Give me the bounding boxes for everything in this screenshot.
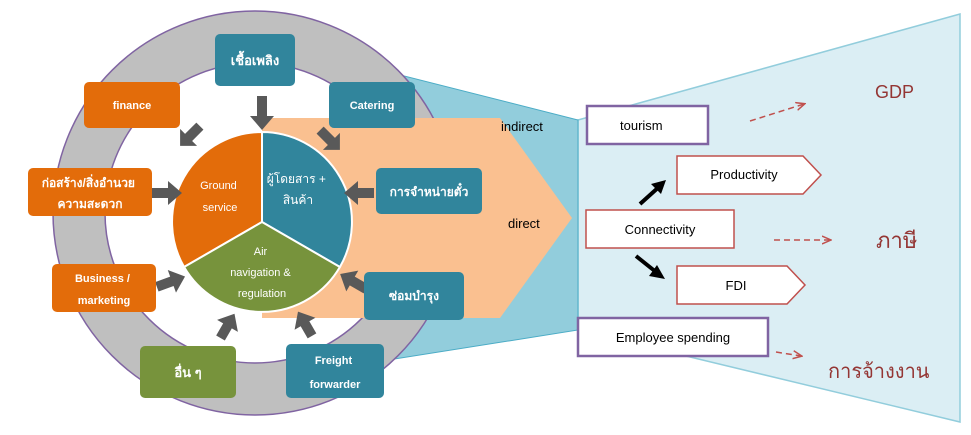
- pie-slice-ground-service: [171, 130, 263, 269]
- arrow-others: [216, 313, 238, 341]
- svg-text:Freight forwarder: Freight forwarder: [310, 355, 361, 391]
- arrow-ticketing: [344, 181, 374, 205]
- box-employee-spending: Employee spending: [576, 316, 770, 358]
- outcome-gdp: GDP: [875, 82, 914, 102]
- svg-text:อื่น ๆ: อื่น ๆ: [174, 363, 201, 380]
- svg-text:การจำหน่ายตั๋ว: การจำหน่ายตั๋ว: [390, 182, 469, 199]
- svg-text:finance: finance: [113, 100, 152, 112]
- indirect-label: indirect: [501, 119, 543, 134]
- box-fdi: FDI: [676, 265, 807, 305]
- box-connectivity: Connectivity: [585, 209, 735, 249]
- box-ticketing: การจำหน่ายตั๋ว: [376, 168, 482, 214]
- box-productivity: Productivity: [676, 155, 823, 195]
- outcome-employment: การจ้างงาน: [828, 361, 930, 383]
- box-finance: finance: [84, 82, 180, 128]
- arrow-catering: [316, 126, 340, 150]
- arrow-business: [155, 270, 186, 293]
- svg-text:Business / marketing: Business / marketing: [75, 273, 133, 307]
- passenger-cargo-label: ผู้โดยสาร + สินค้า: [267, 172, 330, 207]
- pie-slice-air-navigation: [182, 220, 342, 313]
- svg-text:FDI: FDI: [726, 278, 747, 293]
- svg-text:tourism: tourism: [620, 118, 663, 133]
- arrow-fuel: [250, 96, 274, 130]
- connectivity-arrows: [634, 180, 666, 279]
- box-fuel: เชื้อเพลิง: [215, 34, 295, 86]
- ground-service-label: Ground service: [200, 180, 240, 214]
- svg-text:Productivity: Productivity: [710, 167, 778, 182]
- direct-label: direct: [508, 216, 540, 231]
- box-catering: Catering: [329, 82, 415, 128]
- arrow-maintenance: [340, 270, 369, 294]
- svg-text:Employee spending: Employee spending: [616, 330, 730, 345]
- dashed-arrow-employment: [775, 352, 801, 356]
- inward-arrows: [150, 96, 374, 341]
- arrow-construction: [150, 181, 182, 205]
- arrow-freight: [294, 311, 317, 339]
- svg-text:ซ่อมบำรุง: ซ่อมบำรุง: [389, 289, 439, 304]
- box-others: อื่น ๆ: [140, 346, 236, 398]
- box-tourism: tourism: [585, 104, 710, 146]
- box-maintenance: ซ่อมบำรุง: [364, 272, 464, 320]
- box-construction: ก่อสร้าง/สิ่งอำนวย ความสะดวก: [28, 168, 152, 216]
- arrow-finance: [180, 122, 204, 146]
- core-pie: Ground service ผู้โดยสาร + สินค้า Air na…: [171, 130, 353, 313]
- svg-text:Catering: Catering: [350, 100, 395, 112]
- pie-slice-passenger-cargo: [261, 130, 353, 269]
- outcome-tax: ภาษี: [876, 228, 917, 253]
- svg-text:ก่อสร้าง/สิ่งอำนวย ความส: ก่อสร้าง/สิ่งอำนวย ความสะดวก: [42, 174, 139, 211]
- box-freight-forwarder: Freight forwarder: [286, 344, 384, 398]
- svg-text:Connectivity: Connectivity: [625, 222, 696, 237]
- air-navigation-label: Air navigation & regulation: [230, 246, 294, 300]
- box-business-marketing: Business / marketing: [52, 264, 156, 312]
- svg-text:เชื้อเพลิง: เชื้อเพลิง: [231, 50, 279, 68]
